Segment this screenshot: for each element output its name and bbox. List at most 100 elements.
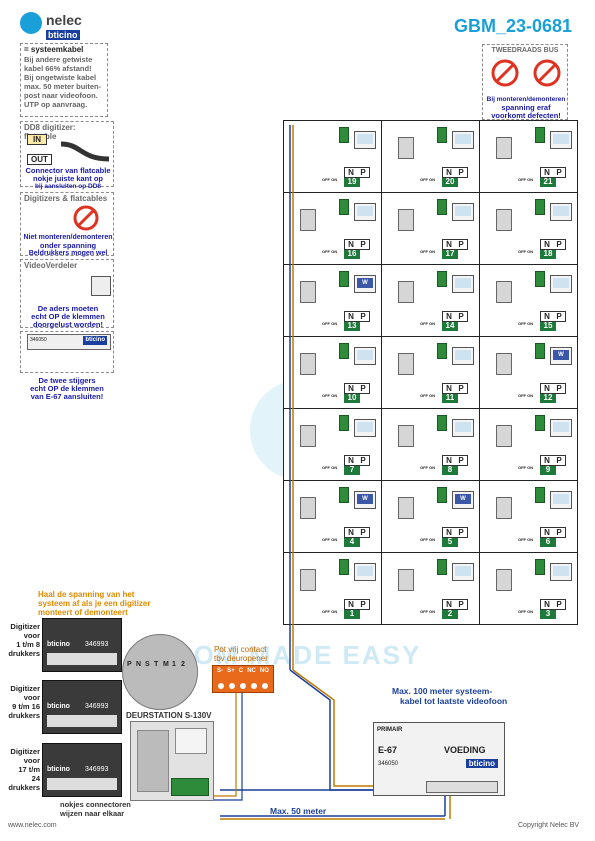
digitizer-brand: bticino [47, 641, 70, 648]
np-label: N [446, 456, 452, 465]
door-terminal-label: M [163, 661, 169, 668]
note-stijgers: 346050 bticino [20, 331, 114, 373]
apartment-number: 9 [540, 465, 556, 475]
bus-terminal [535, 343, 545, 359]
pot-terminal-label: NC [247, 668, 256, 674]
np-label: P [556, 240, 562, 249]
videophone-screen [357, 422, 373, 432]
digitizer-label-line: voor [23, 693, 40, 702]
note-videoverdeler-line: De aders moeten [37, 304, 99, 313]
off-on-switch: OFF ON [518, 609, 534, 614]
spanning-line: Haal de spanning van het [38, 590, 135, 599]
off-on-switch: OFF ON [420, 609, 436, 614]
videophone-icon [354, 347, 376, 365]
np-label: N [348, 168, 354, 177]
door-station-circuit [137, 730, 169, 792]
bus-terminal [535, 199, 545, 215]
bus-terminal [535, 127, 545, 143]
note-systeemkabel-line: Bij ongetwiste kabel [24, 73, 97, 82]
off-on-switch: OFF ON [518, 465, 534, 470]
apartment-number: 16 [344, 249, 360, 259]
apartment-number: 6 [540, 537, 556, 547]
door-station [130, 721, 214, 801]
note-videoverdeler-title: VideoVerdeler [24, 261, 78, 270]
np-label: N [544, 240, 550, 249]
digitizer-terminals [47, 653, 117, 665]
videophone-screen [455, 566, 471, 576]
bus-terminal [535, 559, 545, 575]
np-label: P [556, 528, 562, 537]
off-on-switch: OFF ON [322, 537, 338, 542]
digitizer-label-line: drukkers [8, 711, 40, 720]
bus-terminal [339, 415, 349, 431]
np-label: P [458, 456, 464, 465]
video-distributor [496, 497, 512, 519]
e67-mini-part: 346050 [30, 337, 47, 343]
note-videoverdeler-line: echt OP de klemmen [31, 312, 105, 321]
videophone-screen: W [357, 278, 373, 288]
note-videoverdeler: VideoVerdeler De aders moeten echt OP de… [20, 259, 114, 329]
psu-voeding: VOEDING [444, 745, 486, 755]
psu-brand: bticino [465, 759, 498, 768]
bus-terminal [339, 271, 349, 287]
videophone-icon [452, 203, 474, 221]
videoverdeler-device [91, 276, 111, 296]
bus-terminal [437, 487, 447, 503]
psu-terminal-strip [426, 781, 498, 793]
note-dd8: DD8 digitizer: flatcable IN OUT Connecto… [20, 121, 114, 190]
digitizer-label-line: Digitizer [10, 622, 40, 631]
apartment-number: 20 [442, 177, 458, 187]
videophone-screen [455, 278, 471, 288]
spanning-line: systeem af als je een digitizer [38, 599, 151, 608]
np-label: N [348, 384, 354, 393]
off-on-switch: OFF ON [518, 393, 534, 398]
digitizer-brand: bticino [47, 766, 70, 773]
note-digitizers: Digitizers & flatcables Niet monteren/de… [20, 192, 114, 257]
nokjes-line: nokjes connectoren [60, 800, 131, 809]
bus-terminal [437, 559, 447, 575]
off-on-switch: OFF ON [420, 393, 436, 398]
apartment-number: 1 [344, 609, 360, 619]
videophone-screen [455, 422, 471, 432]
videophone-icon [452, 131, 474, 149]
videophone-icon [550, 131, 572, 149]
np-label: N [446, 528, 452, 537]
off-on-switch: OFF ON [322, 249, 338, 254]
digitizer-label-line: 1 t/m 8 [16, 640, 40, 649]
video-distributor [398, 281, 414, 303]
np-label: N [544, 528, 550, 537]
np-label: P [360, 528, 366, 537]
footer-left: www.nelec.com [8, 822, 57, 829]
pot-screws [216, 683, 270, 689]
off-on-switch: OFF ON [420, 321, 436, 326]
video-distributor [496, 137, 512, 159]
apartment-number: 11 [442, 393, 458, 403]
psu-part: 346050 [378, 761, 399, 767]
video-distributor [496, 353, 512, 375]
apartment-number: 13 [344, 321, 360, 331]
videophone-icon: W [452, 491, 474, 509]
np-label: P [360, 600, 366, 609]
videophone-screen [357, 134, 373, 144]
note-videoverdeler-line: doorgelust worden! [33, 320, 103, 329]
digitizer-brand: bticino [47, 703, 70, 710]
video-distributor [398, 353, 414, 375]
note-digitizers-title: Digitizers & flatcables [24, 194, 108, 203]
video-distributor [300, 353, 316, 375]
